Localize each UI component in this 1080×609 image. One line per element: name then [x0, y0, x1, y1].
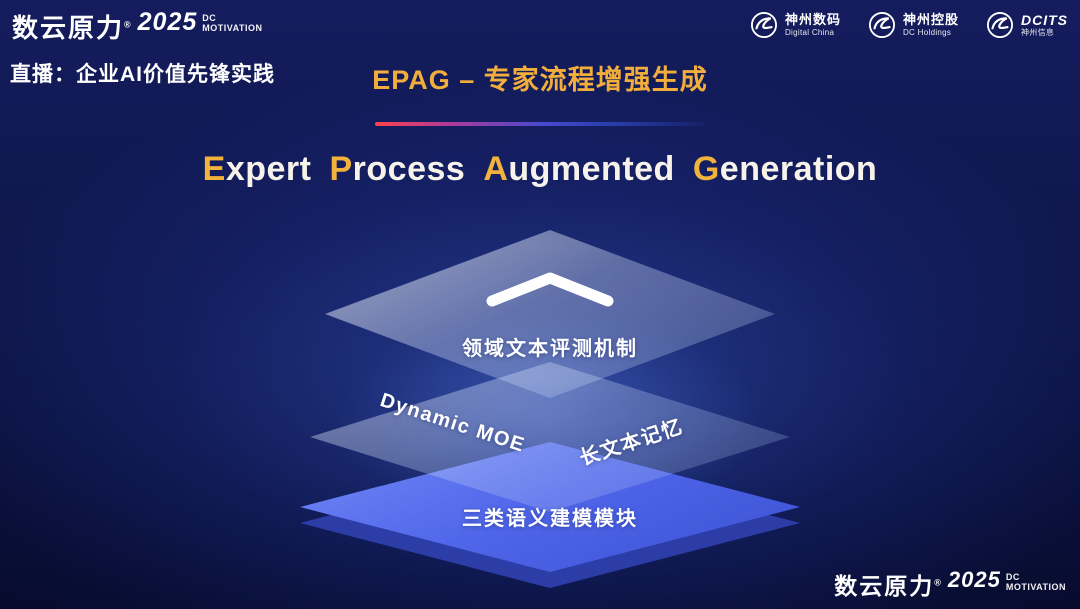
brand-logo-top-left: 数云原力® 2025 DC MOTIVATION	[12, 8, 262, 45]
subtitle-word: Expert	[203, 150, 312, 188]
brand-tagline: DC MOTIVATION	[1006, 572, 1066, 593]
subtitle-word: Augmented	[483, 150, 675, 188]
chevron-up-icon	[480, 268, 620, 317]
word-rest: rocess	[352, 150, 466, 188]
logo-dc-holdings: 神州控股 DC Holdings	[867, 10, 959, 40]
brand-name: 数云原力®	[12, 8, 133, 45]
swirl-logo-icon	[868, 12, 895, 38]
logo-name: DCITS	[1021, 12, 1068, 29]
swirl-logo-icon	[987, 12, 1013, 38]
subtitle-word: Generation	[693, 150, 878, 188]
gold-initial: A	[483, 150, 509, 188]
logo-dcits: DCITS 神州信息	[985, 10, 1068, 40]
gold-initial: E	[202, 150, 226, 188]
layer-bottom-label: 三类语义建模模块	[462, 508, 638, 530]
brand-tagline-line2: MOTIVATION	[1005, 582, 1066, 593]
brand-year: 2025	[137, 8, 198, 36]
logo-name: 神州控股	[902, 11, 959, 27]
gold-initial: G	[692, 150, 720, 188]
registered-mark: ®	[934, 577, 943, 588]
gold-initial: P	[329, 150, 353, 188]
logo-name: 神州数码	[784, 11, 841, 27]
swirl-logo-icon	[750, 12, 777, 38]
live-stream-label: 直播：企业AI价值先锋实践	[10, 63, 275, 86]
subtitle-word: Process	[329, 150, 465, 188]
partner-logos: 神州数码 Digital China 神州控股 DC Holdings DCIT…	[749, 10, 1068, 40]
word-rest: ugmented	[508, 150, 675, 188]
brand-logo-bottom-right: 数云原力® 2025 DC MOTIVATION	[834, 567, 1066, 601]
brand-tagline-line1: DC	[1005, 572, 1020, 582]
gradient-divider	[375, 122, 705, 126]
registered-mark: ®	[124, 19, 133, 30]
logo-subtitle: 神州信息	[1021, 28, 1055, 38]
word-rest: eneration	[719, 150, 878, 188]
brand-tagline: DC MOTIVATION	[202, 13, 262, 34]
subtitle-expanded-acronym: Expert Process Augmented Generation	[0, 150, 1080, 189]
page-title: EPAG – 专家流程增强生成	[372, 65, 708, 95]
layer-top-label: 领域文本评测机制	[462, 338, 638, 360]
brand-name-text: 数云原力	[834, 573, 935, 599]
logo-subtitle: DC Holdings	[902, 27, 952, 37]
brand-tagline-line2: MOTIVATION	[202, 23, 263, 34]
brand-year: 2025	[947, 567, 1001, 592]
brand-tagline-line1: DC	[202, 13, 217, 23]
logo-subtitle: Digital China	[784, 27, 835, 37]
brand-name-text: 数云原力	[12, 13, 125, 43]
layered-architecture-diagram: 领域文本评测机制 Dynamic MOE 长文本记忆 三类语义建模模块	[245, 230, 855, 590]
word-rest: xpert	[225, 150, 312, 188]
brand-name: 数云原力®	[834, 567, 943, 601]
logo-digital-china: 神州数码 Digital China	[749, 10, 841, 40]
